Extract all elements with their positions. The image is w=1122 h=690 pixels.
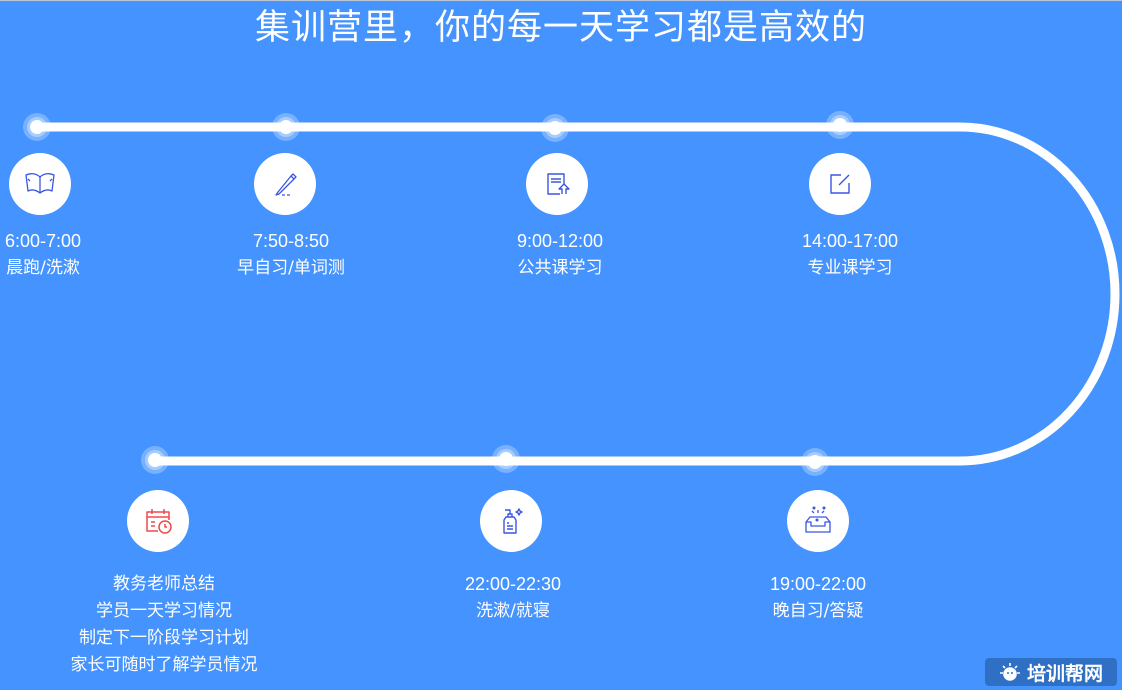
summary-line: 家长可随时了解学员情况 [70,655,258,675]
schedule-time: 22:00-22:30 [464,574,562,594]
schedule-item: 14:00-17:00 专业课学习 [802,228,898,282]
schedule-icon-circle [127,490,189,552]
timeline-node [826,111,854,139]
schedule-icon-circle [526,153,588,215]
summary-line: 制定下一阶段学习计划 [79,628,249,648]
schedule-time: 19:00-22:00 [769,574,867,594]
schedule-time: 7:50-8:50 [252,231,330,251]
schedule-item: 19:00-22:00 晚自习/答疑 [770,571,866,625]
timeline-node [141,446,169,474]
watermark-logo: 培训帮网 [985,658,1117,686]
schedule-activity: 专业课学习 [807,258,893,278]
summary-line: 教务老师总结 [113,574,215,594]
timeline-node [541,114,569,142]
top-border [0,0,1122,1]
schedule-activity: 洗漱/就寝 [476,601,550,621]
schedule-icon-circle [787,490,849,552]
timeline-node [23,113,51,141]
schedule-icon-circle [9,153,71,215]
timeline-node [272,113,300,141]
book-icon [25,173,55,194]
summary-line: 学员一天学习情况 [96,601,232,621]
sun-face-icon [999,663,1020,681]
schedule-icon-circle [480,490,542,552]
schedule-time: 9:00-12:00 [516,231,604,251]
summary-item: 教务老师总结 学员一天学习情况 制定下一阶段学习计划 家长可随时了解学员情况 [71,571,258,679]
schedule-time: 14:00-17:00 [801,231,899,251]
schedule-item: 7:50-8:50 早自习/单词测 [237,228,345,282]
timeline-node [492,445,520,473]
schedule-activity: 晚自习/答疑 [772,601,864,621]
schedule-item: 9:00-12:00 公共课学习 [517,228,603,282]
schedule-activity: 早自习/单词测 [237,258,345,278]
schedule-time: 6:00-7:00 [4,231,82,251]
schedule-icon-circle [254,153,316,215]
calendar-clock-icon [146,509,172,534]
schedule-icon-circle [809,153,871,215]
schedule-activity: 晨跑/洗漱 [6,258,80,278]
page-title: 集训营里，你的每一天学习都是高效的 [254,8,867,48]
schedule-item: 22:00-22:30 洗漱/就寝 [465,571,561,625]
pen-icon [275,173,297,196]
schedule-activity: 公共课学习 [517,258,603,278]
timeline-node [801,448,829,476]
schedule-item: 6:00-7:00 晨跑/洗漱 [5,228,81,282]
edit-square-icon [830,174,850,194]
watermark-text: 培训帮网 [1026,662,1103,685]
open-box-stars-icon [805,506,831,533]
document-upload-icon [547,173,570,195]
lotion-bottle-icon [503,508,523,534]
